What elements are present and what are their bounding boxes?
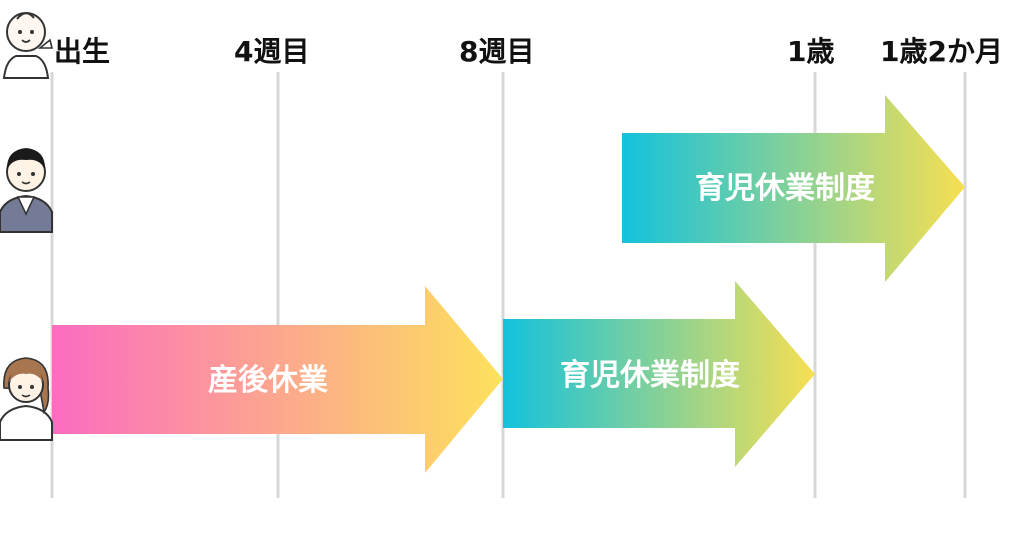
tick-label-week-8: 8週目 — [459, 35, 535, 68]
arrow-label-father-childcare: 育児休業制度 — [695, 171, 875, 206]
mother-icon — [0, 357, 53, 441]
tick-label-1-year-2-months: 1歳2か月 — [880, 35, 1003, 68]
arrow-mother-postpartum-leave: 産後休業 — [52, 286, 503, 473]
tick-label-birth: 出生 — [54, 35, 111, 68]
arrow-mother-childcare-leave: 育児休業制度 — [503, 281, 815, 467]
arrow-father-childcare-leave: 育児休業制度 — [622, 95, 965, 282]
baby-icon — [2, 12, 54, 79]
father-icon — [0, 148, 53, 233]
tick-label-week-4: 4週目 — [234, 35, 310, 68]
tick-label-1-year: 1歳 — [787, 35, 835, 68]
arrow-label-mother-postpartum: 産後休業 — [208, 363, 328, 398]
arrow-label-mother-childcare: 育児休業制度 — [560, 358, 740, 393]
